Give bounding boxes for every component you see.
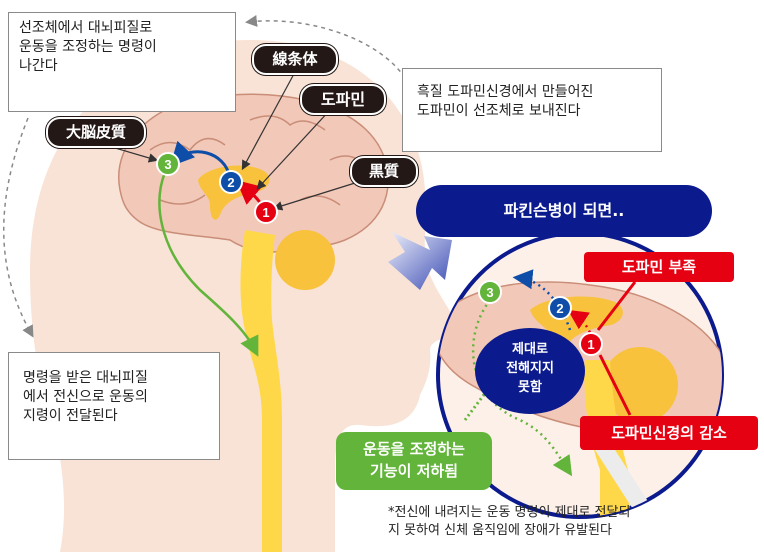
label-dopamine: 도파민	[300, 84, 386, 115]
striatum-pointer	[241, 71, 296, 171]
dopamine-pointer	[256, 109, 331, 190]
label-substantia-nigra: 黒質	[350, 156, 418, 187]
marker-2-circle: 2	[548, 296, 572, 320]
parkinson-heading: 파킨슨병이 되면..	[416, 185, 712, 237]
shortage-connector	[596, 281, 637, 331]
nigra-pointer	[272, 182, 356, 211]
striatum-to-cortex-arrow	[169, 140, 232, 179]
dopamine-shortage-badge: 도파민 부족	[584, 252, 734, 282]
zoom-arrow	[388, 232, 452, 290]
weak-motor-pathway	[471, 299, 573, 477]
marker-2-head: 2	[219, 170, 243, 194]
spinal-cord	[240, 230, 282, 552]
motor-pathway-line	[158, 165, 259, 357]
marker-1-circle: 1	[579, 332, 603, 356]
cerebellum	[275, 230, 335, 290]
footnote: *전신에 내려지는 운동 명령이 제대로 전달되 지 못하여 신체 움직임에 장…	[388, 505, 631, 538]
marker-3-circle: 3	[478, 280, 502, 304]
svg-text:3: 3	[164, 157, 171, 172]
not-transmitted-bubble: 제대로 전해지지 못함	[475, 328, 585, 414]
marker-3-head: 3	[156, 152, 180, 176]
label-cortex: 大脳皮質	[46, 117, 146, 148]
callout-motor-command: 명령을 받은 대뇌피질 에서 전신으로 운동의 지령이 전달된다	[8, 352, 220, 460]
top-dashed-arrow	[245, 15, 406, 79]
svg-text:2: 2	[227, 175, 234, 190]
weak-striatum-arrow	[512, 269, 572, 331]
label-striatum: 線条体	[252, 44, 338, 75]
callout-dopamine-source: 흑질 도파민신경에서 만들어진 도파민이 선조체로 보내진다	[402, 68, 662, 152]
neuron-decrease-badge: 도파민신경의 감소	[580, 416, 758, 450]
motor-decline-badge: 운동을 조정하는 기능이 저하됨	[336, 432, 492, 490]
svg-text:1: 1	[587, 337, 594, 352]
svg-text:2: 2	[556, 301, 563, 316]
svg-text:1: 1	[262, 205, 269, 220]
svg-text:3: 3	[486, 285, 493, 300]
marker-1-head: 1	[254, 200, 278, 224]
callout-striatum-command: 선조체에서 대뇌피질로 운동을 조정하는 명령이 나간다	[8, 12, 236, 112]
left-dashed-arrow	[3, 117, 34, 338]
decrease-connector	[598, 354, 632, 416]
